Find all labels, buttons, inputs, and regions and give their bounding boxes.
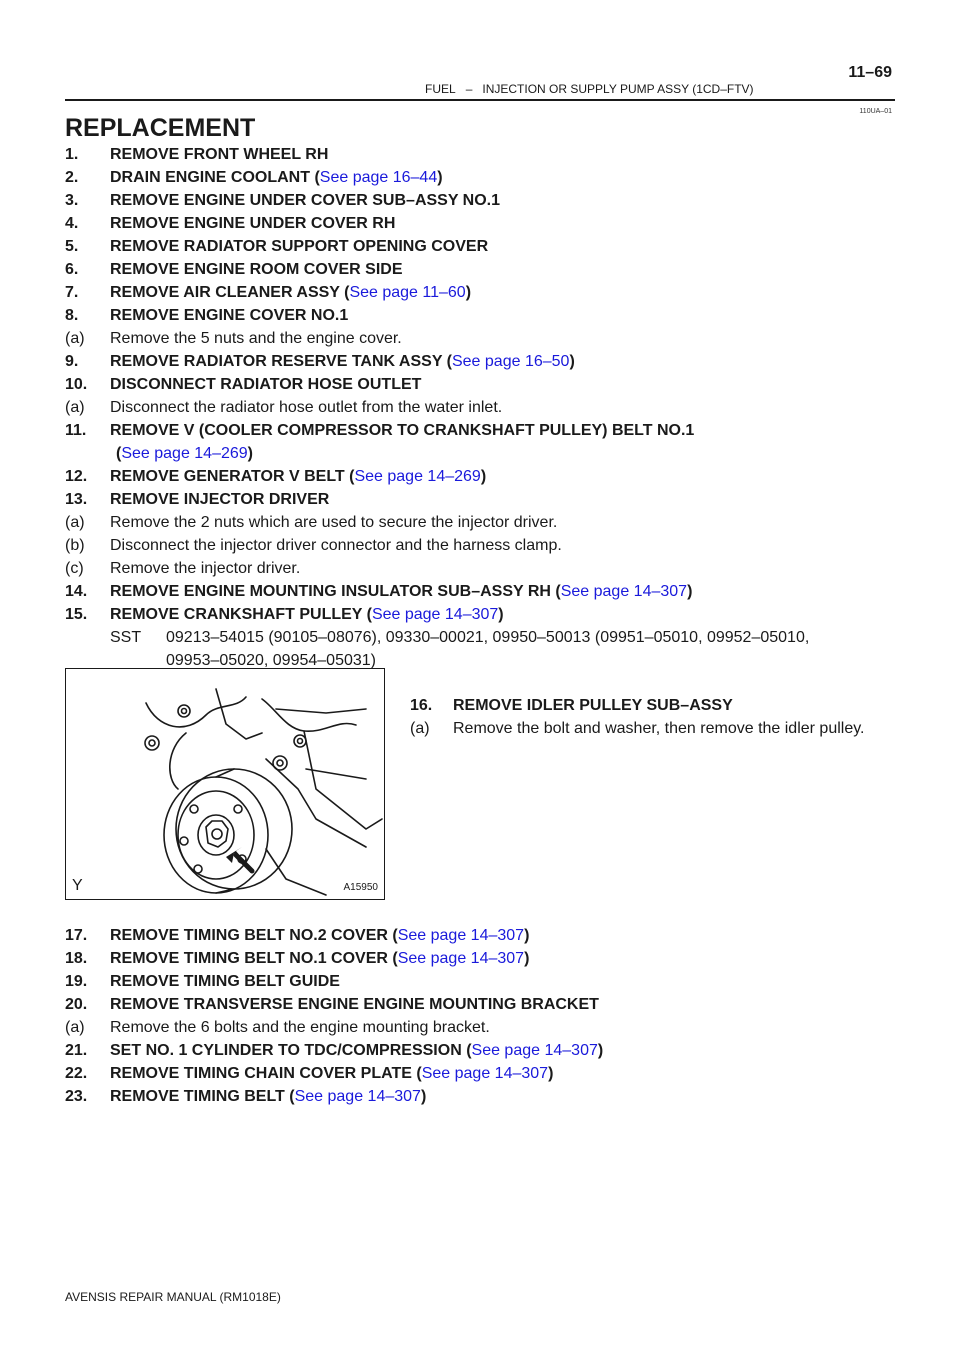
page-link[interactable]: See page 14–307 — [371, 606, 499, 623]
page-link[interactable]: See page 14–307 — [294, 1088, 421, 1105]
page-link[interactable]: See page 11–60 — [349, 284, 466, 301]
sst-label: SST — [110, 629, 142, 646]
substep-item: (a)Remove the 5 nuts and the engine cove… — [65, 330, 402, 347]
page-number: 11–69 — [848, 64, 892, 81]
step-item: 14.REMOVE ENGINE MOUNTING INSULATOR SUB–… — [65, 583, 693, 600]
page-link[interactable]: See page 16–50 — [451, 353, 570, 370]
footer-manual-title: AVENSIS REPAIR MANUAL (RM1018E) — [65, 1290, 281, 1304]
page-link[interactable]: See page 14–307 — [397, 927, 525, 944]
step-item: 17.REMOVE TIMING BELT NO.2 COVER (See pa… — [65, 927, 530, 944]
step-item: 6.REMOVE ENGINE ROOM COVER SIDE — [65, 261, 403, 278]
substep-item: (a)Remove the 2 nuts which are used to s… — [65, 514, 558, 531]
step-item: 1.REMOVE FRONT WHEEL RH — [65, 146, 329, 163]
sst-numbers: 09213–54015 (90105–08076), 09330–00021, … — [166, 629, 810, 646]
step-item: 16.REMOVE IDLER PULLEY SUB–ASSY — [410, 697, 733, 714]
step-item: 5.REMOVE RADIATOR SUPPORT OPENING COVER — [65, 238, 489, 255]
step-item: 10.DISCONNECT RADIATOR HOSE OUTLET — [65, 376, 422, 393]
step-item: 8.REMOVE ENGINE COVER NO.1 — [65, 307, 349, 324]
substep-item: (a)Remove the 6 bolts and the engine mou… — [65, 1019, 490, 1036]
page-link[interactable]: See page 14–269 — [121, 445, 248, 462]
step-item: 9.REMOVE RADIATOR RESERVE TANK ASSY (See… — [65, 353, 575, 370]
idler-pulley-drawing — [144, 688, 383, 896]
figure-corner-label: Y — [72, 877, 83, 894]
step-item: 20.REMOVE TRANSVERSE ENGINE ENGINE MOUNT… — [65, 996, 599, 1013]
doc-code: 110UA–01 — [859, 108, 892, 115]
substep-item: (c)Remove the injector driver. — [65, 560, 301, 577]
page-link[interactable]: See page 14–307 — [421, 1065, 549, 1082]
step-continuation: (See page 14–269) — [116, 445, 253, 462]
page-link[interactable]: See page 16–44 — [319, 169, 438, 186]
page-link[interactable]: See page 14–269 — [354, 468, 481, 485]
sst-line: SST 09213–54015 (90105–08076), 09330–0002… — [110, 628, 809, 648]
step-item: 7.REMOVE AIR CLEANER ASSY (See page 11–6… — [65, 284, 472, 301]
step-item: 4.REMOVE ENGINE UNDER COVER RH — [65, 215, 396, 232]
section-header: FUEL–INJECTION OR SUPPLY PUMP ASSY (1CD–… — [425, 82, 754, 96]
step-item: 18.REMOVE TIMING BELT NO.1 COVER (See pa… — [65, 950, 530, 967]
page-title: REPLACEMENT — [65, 114, 256, 142]
sst-line-2: 09953–05020, 09954–05031) — [166, 652, 376, 669]
section-name: FUEL — [425, 82, 456, 96]
substep-item: (a)Remove the bolt and washer, then remo… — [410, 720, 865, 737]
substep-item: (b)Disconnect the injector driver connec… — [65, 537, 562, 554]
step-item: 11.REMOVE V (COOLER COMPRESSOR TO CRANKS… — [65, 422, 695, 439]
step-item: 19.REMOVE TIMING BELT GUIDE — [65, 973, 340, 990]
page-link[interactable]: See page 14–307 — [560, 583, 688, 600]
step-item: 22.REMOVE TIMING CHAIN COVER PLATE (See … — [65, 1065, 554, 1082]
page-link[interactable]: See page 14–307 — [397, 950, 525, 967]
header-separator: – — [465, 82, 473, 96]
section-subtitle: INJECTION OR SUPPLY PUMP ASSY (1CD–FTV) — [482, 82, 754, 96]
step-item: 13.REMOVE INJECTOR DRIVER — [65, 491, 330, 508]
step-item: 21.SET NO. 1 CYLINDER TO TDC/COMPRESSION… — [65, 1042, 604, 1059]
idler-pulley-figure: Y A15950 — [65, 668, 385, 900]
header-rule — [65, 99, 895, 101]
substep-item: (a)Disconnect the radiator hose outlet f… — [65, 399, 503, 416]
step-item: 2.DRAIN ENGINE COOLANT (See page 16–44) — [65, 169, 443, 186]
page-link[interactable]: See page 14–307 — [471, 1042, 598, 1059]
step-item: 15.REMOVE CRANKSHAFT PULLEY (See page 14… — [65, 606, 504, 623]
step-item: 3.REMOVE ENGINE UNDER COVER SUB–ASSY NO.… — [65, 192, 501, 209]
figure-code: A15950 — [343, 882, 378, 893]
step-item: 12.REMOVE GENERATOR V BELT (See page 14–… — [65, 468, 487, 485]
step-item: 23.REMOVE TIMING BELT (See page 14–307) — [65, 1088, 427, 1105]
